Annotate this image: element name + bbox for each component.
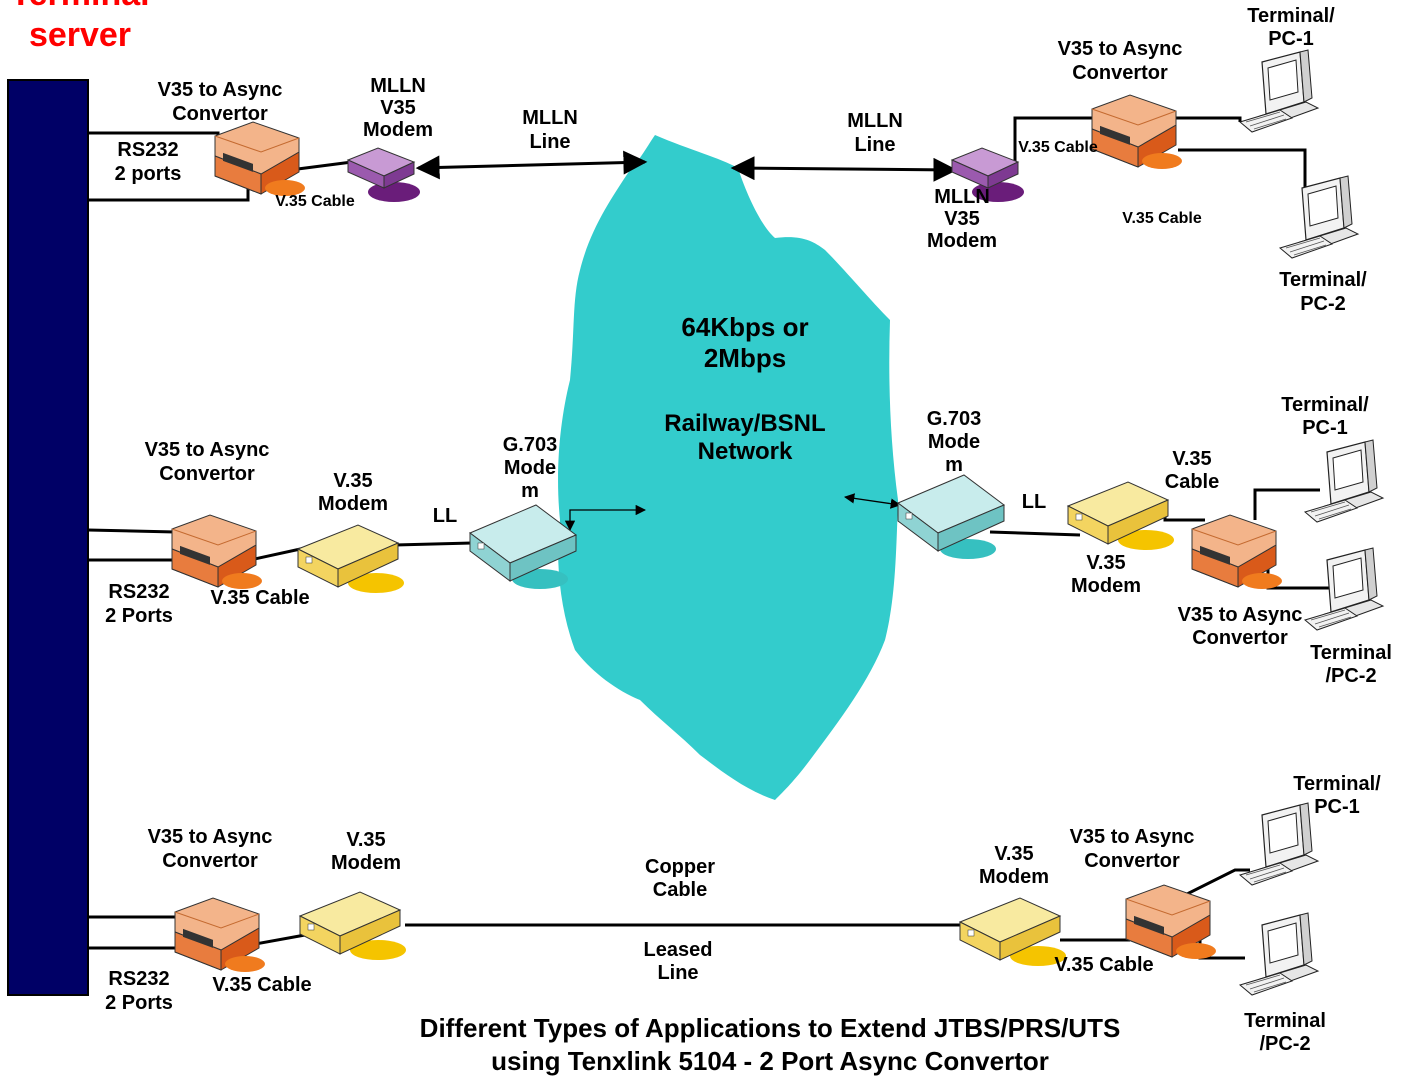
row2-pc1-icon bbox=[1304, 439, 1384, 523]
row1-left-ports-label: RS232 2 ports bbox=[114, 139, 182, 185]
row1-pc2-label: Terminal/ PC-2 bbox=[1279, 269, 1367, 315]
row3-left-convertor-icon bbox=[174, 897, 266, 973]
row2-right-convertor-label: V35 to Async Convertor bbox=[1177, 604, 1303, 649]
cloud-speed-label: 64Kbps or 2Mbps bbox=[681, 312, 809, 374]
row2-left-ll-label: LL bbox=[432, 505, 458, 527]
row3-right-cable-label: V.35 Cable bbox=[1054, 954, 1154, 976]
row3-left-v35-modem-icon bbox=[299, 891, 407, 961]
row1-pc1-icon bbox=[1239, 49, 1319, 133]
row2-left-g703-label: G.703 Mode m bbox=[502, 434, 558, 502]
row1-right-modem-label: MLLN V35 Modem bbox=[927, 186, 997, 252]
row2-right-g703-modem-icon bbox=[897, 474, 1005, 560]
row3-left-convertor-label: V35 to Async Convertor bbox=[147, 826, 273, 872]
terminal-server-label: Terminal server bbox=[10, 0, 149, 54]
row3-left-cable-label: V.35 Cable bbox=[212, 974, 312, 996]
row1-left-convertor-label: V35 to Async Convertor bbox=[157, 79, 283, 125]
row2-right-v35-modem-label: V.35 Modem bbox=[1071, 552, 1141, 597]
row1-pc2-icon bbox=[1279, 175, 1359, 259]
row2-pc2-label: Terminal /PC-2 bbox=[1310, 642, 1392, 687]
row1-left-modem-label: MLLN V35 Modem bbox=[363, 75, 433, 141]
cloud-network-label: Railway/BSNL Network bbox=[664, 410, 826, 465]
row1-left-line-label: MLLN Line bbox=[522, 107, 578, 153]
row2-right-convertor-icon bbox=[1191, 514, 1283, 590]
row3-pc2-icon bbox=[1239, 912, 1319, 996]
terminal-server-bar bbox=[7, 79, 89, 996]
row1-pc1-label: Terminal/ PC-1 bbox=[1247, 5, 1335, 50]
row2-right-cable-label: V.35 Cable bbox=[1164, 448, 1220, 493]
row3-right-v35-modem-label: V.35 Modem bbox=[979, 843, 1049, 888]
network-diagram bbox=[7, 49, 1384, 996]
network-cloud bbox=[558, 135, 898, 800]
row2-left-v35-modem-icon bbox=[297, 524, 405, 594]
row3-left-ports-label: RS232 2 Ports bbox=[105, 968, 173, 1014]
row1-left-convertor-icon bbox=[214, 121, 306, 197]
row3-pc1-label: Terminal/ PC-1 bbox=[1293, 773, 1381, 818]
diagram-caption: Different Types of Applications to Exten… bbox=[419, 1013, 1121, 1077]
row3-pc2-label: Terminal /PC-2 bbox=[1244, 1010, 1326, 1055]
row2-left-v35-modem-label: V.35 Modem bbox=[318, 470, 388, 515]
row2-left-cable-label: V.35 Cable bbox=[210, 587, 310, 609]
row3-right-convertor-icon bbox=[1125, 884, 1217, 960]
row2-right-ll-label: LL bbox=[1021, 491, 1047, 513]
row1-right-cable-bottom-label: V.35 Cable bbox=[1122, 210, 1202, 227]
row1-right-convertor-label: V35 to Async Convertor bbox=[1057, 38, 1183, 84]
row2-left-convertor-label: V35 to Async Convertor bbox=[144, 439, 270, 485]
row3-right-convertor-label: V35 to Async Convertor bbox=[1069, 826, 1195, 872]
row2-left-ports-label: RS232 2 Ports bbox=[105, 581, 173, 627]
row1-right-line-label: MLLN Line bbox=[847, 110, 903, 156]
row2-left-convertor-icon bbox=[171, 514, 263, 590]
row1-right-cable-top-label: V.35 Cable bbox=[1018, 139, 1098, 156]
row2-right-g703-label: G.703 Mode m bbox=[926, 408, 982, 476]
row3-copper-label: Copper Cable bbox=[645, 856, 715, 901]
row1-right-convertor-icon bbox=[1091, 94, 1183, 170]
row2-pc1-label: Terminal/ PC-1 bbox=[1281, 394, 1369, 439]
row3-leased-label: Leased Line bbox=[643, 939, 713, 984]
row3-left-v35-modem-label: V.35 Modem bbox=[331, 829, 401, 874]
row1-left-cable-label: V.35 Cable bbox=[275, 193, 355, 210]
